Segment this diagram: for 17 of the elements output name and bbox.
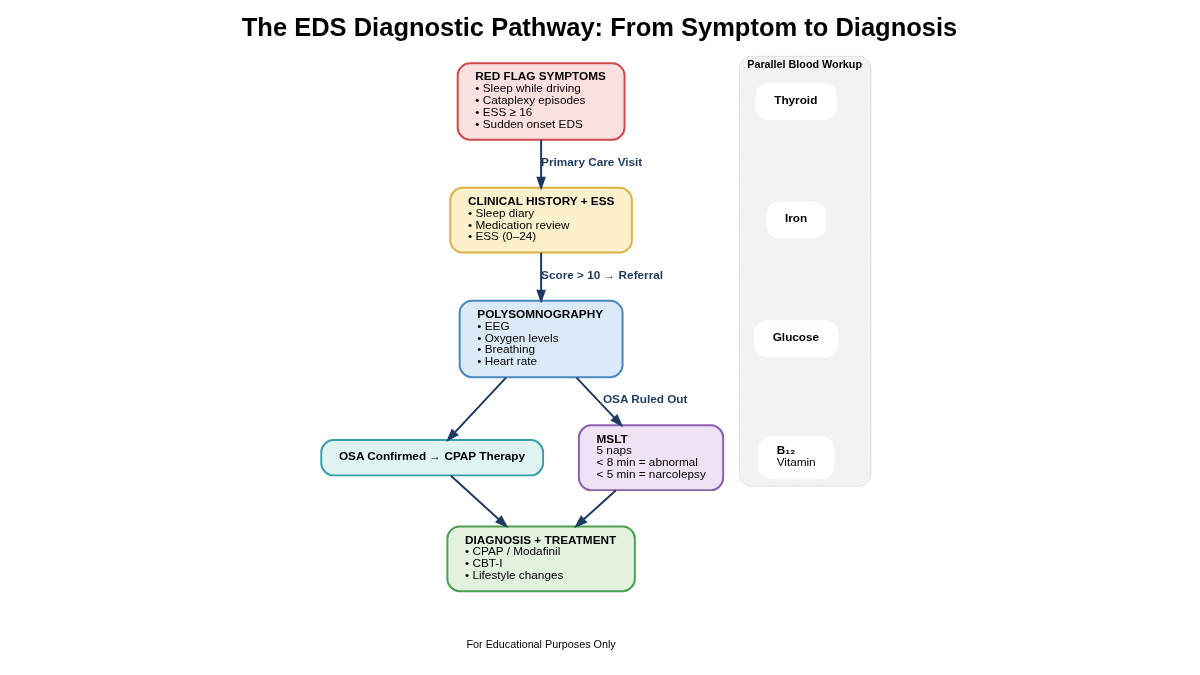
arrow — [446, 376, 508, 442]
node-box: CLINICAL HISTORY + ESS • Sleep diary • Medication review • ESS (0–24) — [449, 186, 633, 254]
node-box: MSLT 5 naps < 8 min = abnormal < 5 min = narcolepsy — [577, 424, 725, 492]
arrow — [575, 376, 624, 428]
node-box: DIAGNOSIS + TREATMENT • CPAP / Modafinil • CBT-I • Lifestyle changes — [446, 525, 636, 593]
arrow — [449, 474, 509, 529]
arrow — [536, 251, 546, 304]
node-box: RED FLAG SYMPTOMS • Sleep while driving • Cataplexy episodes • ESS ≥ 16 • Sudden onset EDS — [456, 62, 626, 141]
edge-label: OSA Ruled Out — [602, 392, 688, 406]
edge-label: Score > 10 → Referral — [541, 267, 664, 281]
edge-label: Primary Care Visit — [541, 154, 643, 168]
node-box: OSA Confirmed → CPAP Therapy — [320, 439, 545, 477]
arrow — [574, 489, 617, 529]
arrow — [536, 139, 546, 191]
diagram-title: The EDS Diagnostic Pathway: From Symptom to Diagnosis — [241, 12, 958, 41]
node-box: POLYSOMNOGRAPHY • EEG • Oxygen levels • Breathing • Heart rate — [458, 299, 624, 379]
label: For Educational Purposes Only — [466, 637, 616, 650]
